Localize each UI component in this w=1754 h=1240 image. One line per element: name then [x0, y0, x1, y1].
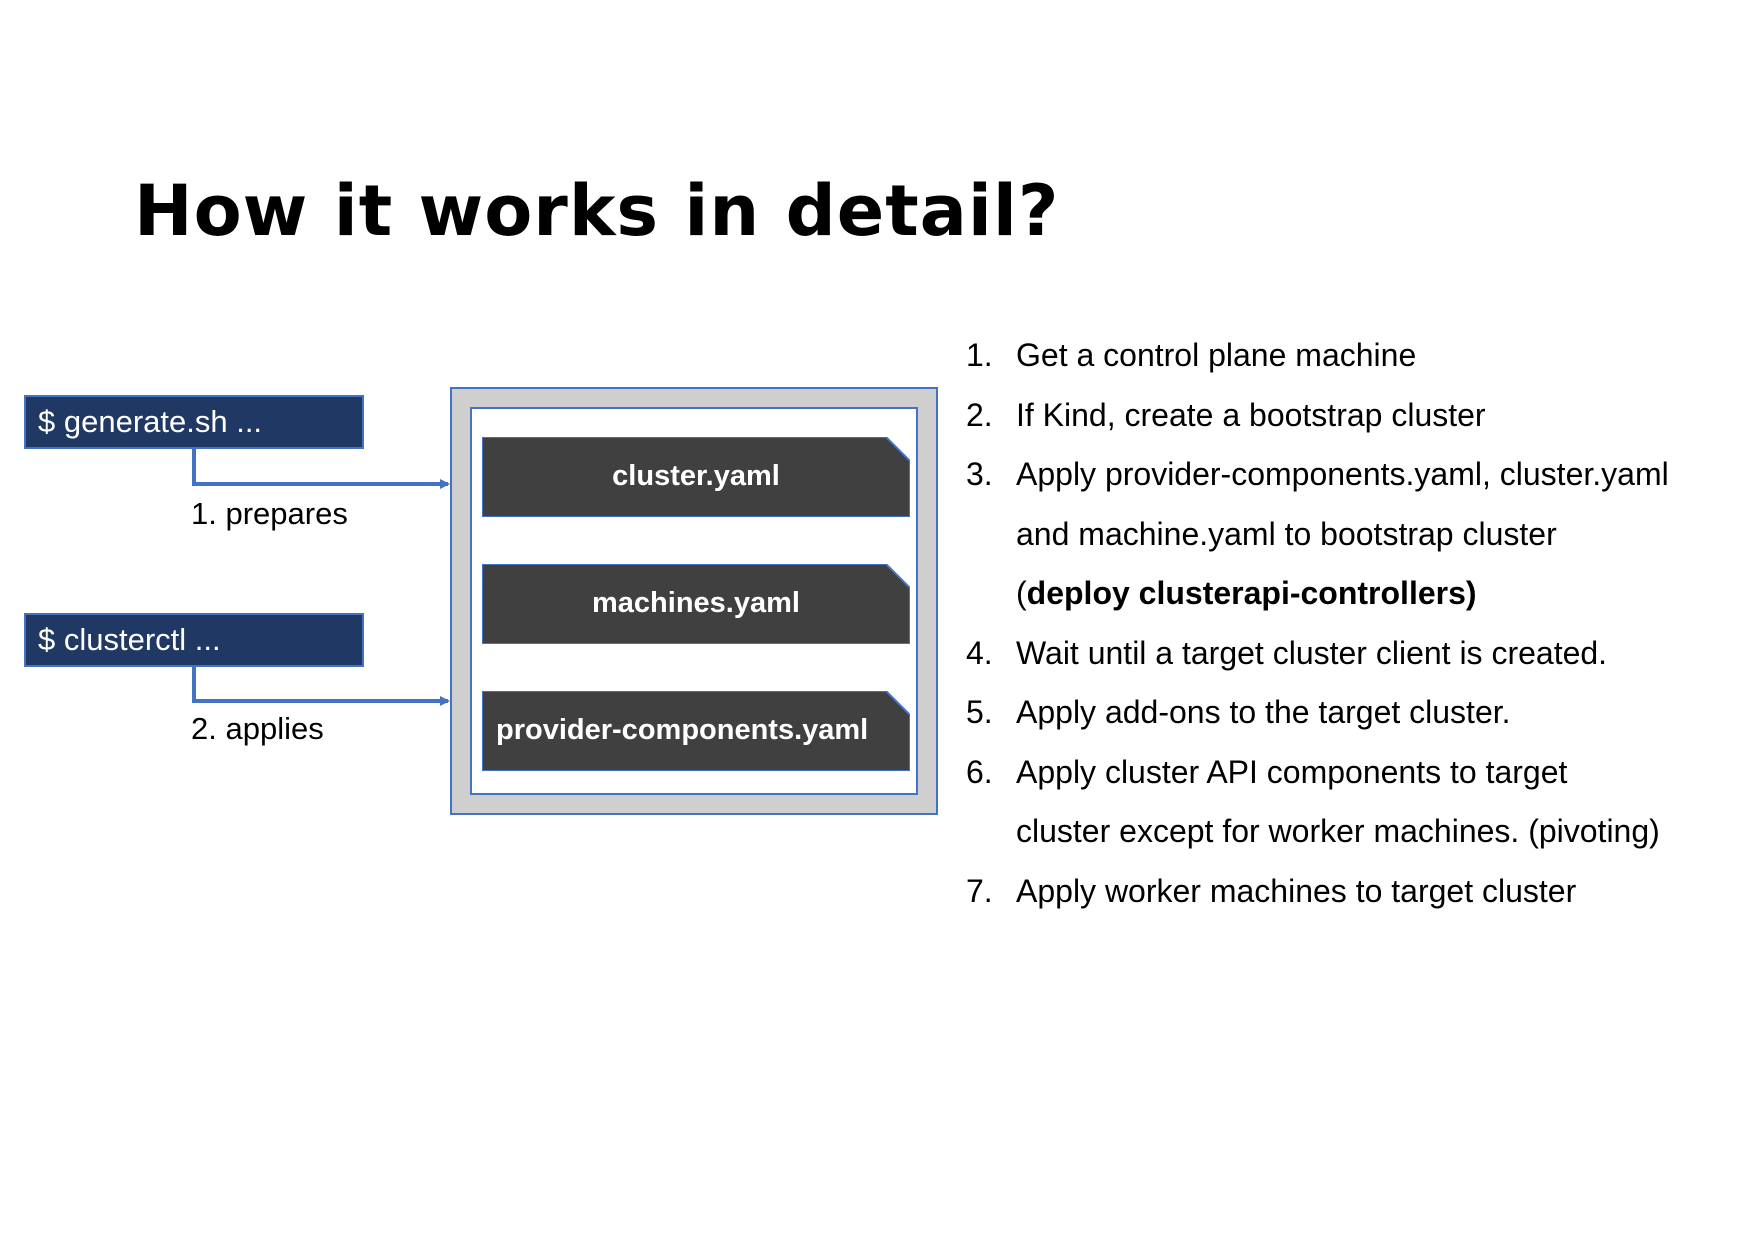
step-number: 5. — [966, 694, 993, 730]
step-item: 6. Apply cluster API components to target… — [966, 747, 1726, 866]
step-line: If Kind, create a bootstrap cluster — [966, 390, 1726, 450]
file-card-cluster-yaml: cluster.yaml — [482, 437, 910, 517]
file-name: provider-components.yaml — [496, 714, 869, 746]
step-number: 3. — [966, 456, 993, 492]
step-text: Apply worker machines to target cluster — [1016, 872, 1577, 909]
step-item: 5. Apply add-ons to the target cluster. — [966, 687, 1726, 747]
step-line: Apply provider-components.yaml, cluster.… — [966, 449, 1726, 509]
step-text: Wait until a target cluster client is cr… — [1016, 634, 1608, 671]
clusterctl-command-box: $ clusterctl ... — [24, 613, 364, 667]
step-text: Get a control plane machine — [1016, 337, 1417, 373]
step-text: Apply provider-components.yaml, cluster.… — [1016, 456, 1669, 492]
step-text: Apply cluster API components to target — [1016, 753, 1568, 790]
applies-label: 2. applies — [191, 711, 324, 746]
step-number: 4. — [966, 634, 993, 671]
file-card-provider-components-yaml: provider-components.yaml — [482, 691, 910, 771]
manifest-panel: cluster.yaml machines.yaml provider-comp… — [470, 407, 918, 795]
applies-arrow — [192, 667, 450, 706]
step-line: Wait until a target cluster client is cr… — [966, 628, 1726, 688]
slide-title: How it works in detail? — [134, 170, 1060, 252]
step-line: (deploy clusterapi-controllers) — [966, 568, 1726, 628]
steps-list: 1. Get a control plane machine 2. If Kind, … — [966, 330, 1726, 925]
step-number: 6. — [966, 753, 993, 790]
generate-command-box: $ generate.sh ... — [24, 395, 364, 449]
file-name: machines.yaml — [592, 587, 800, 619]
step-line: Apply add-ons to the target cluster. — [966, 687, 1726, 747]
step-item: 7. Apply worker machines to target cluste… — [966, 866, 1726, 926]
step-line: Apply worker machines to target cluster — [966, 866, 1726, 926]
step-number: 2. — [966, 396, 993, 433]
file-name: cluster.yaml — [612, 460, 780, 492]
step-number: 7. — [966, 872, 993, 909]
step-text: and machine.yaml to bootstrap cluster — [1016, 515, 1557, 552]
file-card-shape — [482, 564, 910, 644]
step-emphasis: deploy clusterapi-controllers) — [1026, 575, 1477, 611]
step-text: If Kind, create a bootstrap cluster — [1016, 396, 1486, 433]
step-item: 2. If Kind, create a bootstrap cluster — [966, 390, 1726, 450]
file-card-shape — [482, 437, 910, 517]
step-line: cluster except for worker machines. (piv… — [966, 806, 1726, 866]
step-item: 1. Get a control plane machine — [966, 330, 1726, 390]
file-card-machines-yaml: machines.yaml — [482, 564, 910, 644]
generate-command-text: $ generate.sh ... — [38, 404, 263, 439]
prepares-label: 1. prepares — [191, 496, 348, 531]
step-text: Apply add-ons to the target cluster. — [1016, 694, 1511, 730]
prepares-arrow — [192, 449, 450, 489]
step-text: ( — [1016, 575, 1027, 611]
clusterctl-command-text: $ clusterctl ... — [38, 622, 221, 657]
step-number: 1. — [966, 337, 993, 373]
step-item: 4. Wait until a target cluster client is … — [966, 628, 1726, 688]
step-line: and machine.yaml to bootstrap cluster — [966, 509, 1726, 569]
step-line: Apply cluster API components to target — [966, 747, 1726, 807]
step-item: 3. Apply provider-components.yaml, cluste… — [966, 449, 1726, 628]
manifest-container: cluster.yaml machines.yaml provider-comp… — [450, 387, 938, 815]
step-line: Get a control plane machine — [966, 330, 1726, 390]
step-text: cluster except for worker machines. (piv… — [1016, 813, 1660, 849]
file-card-shape — [482, 691, 910, 771]
